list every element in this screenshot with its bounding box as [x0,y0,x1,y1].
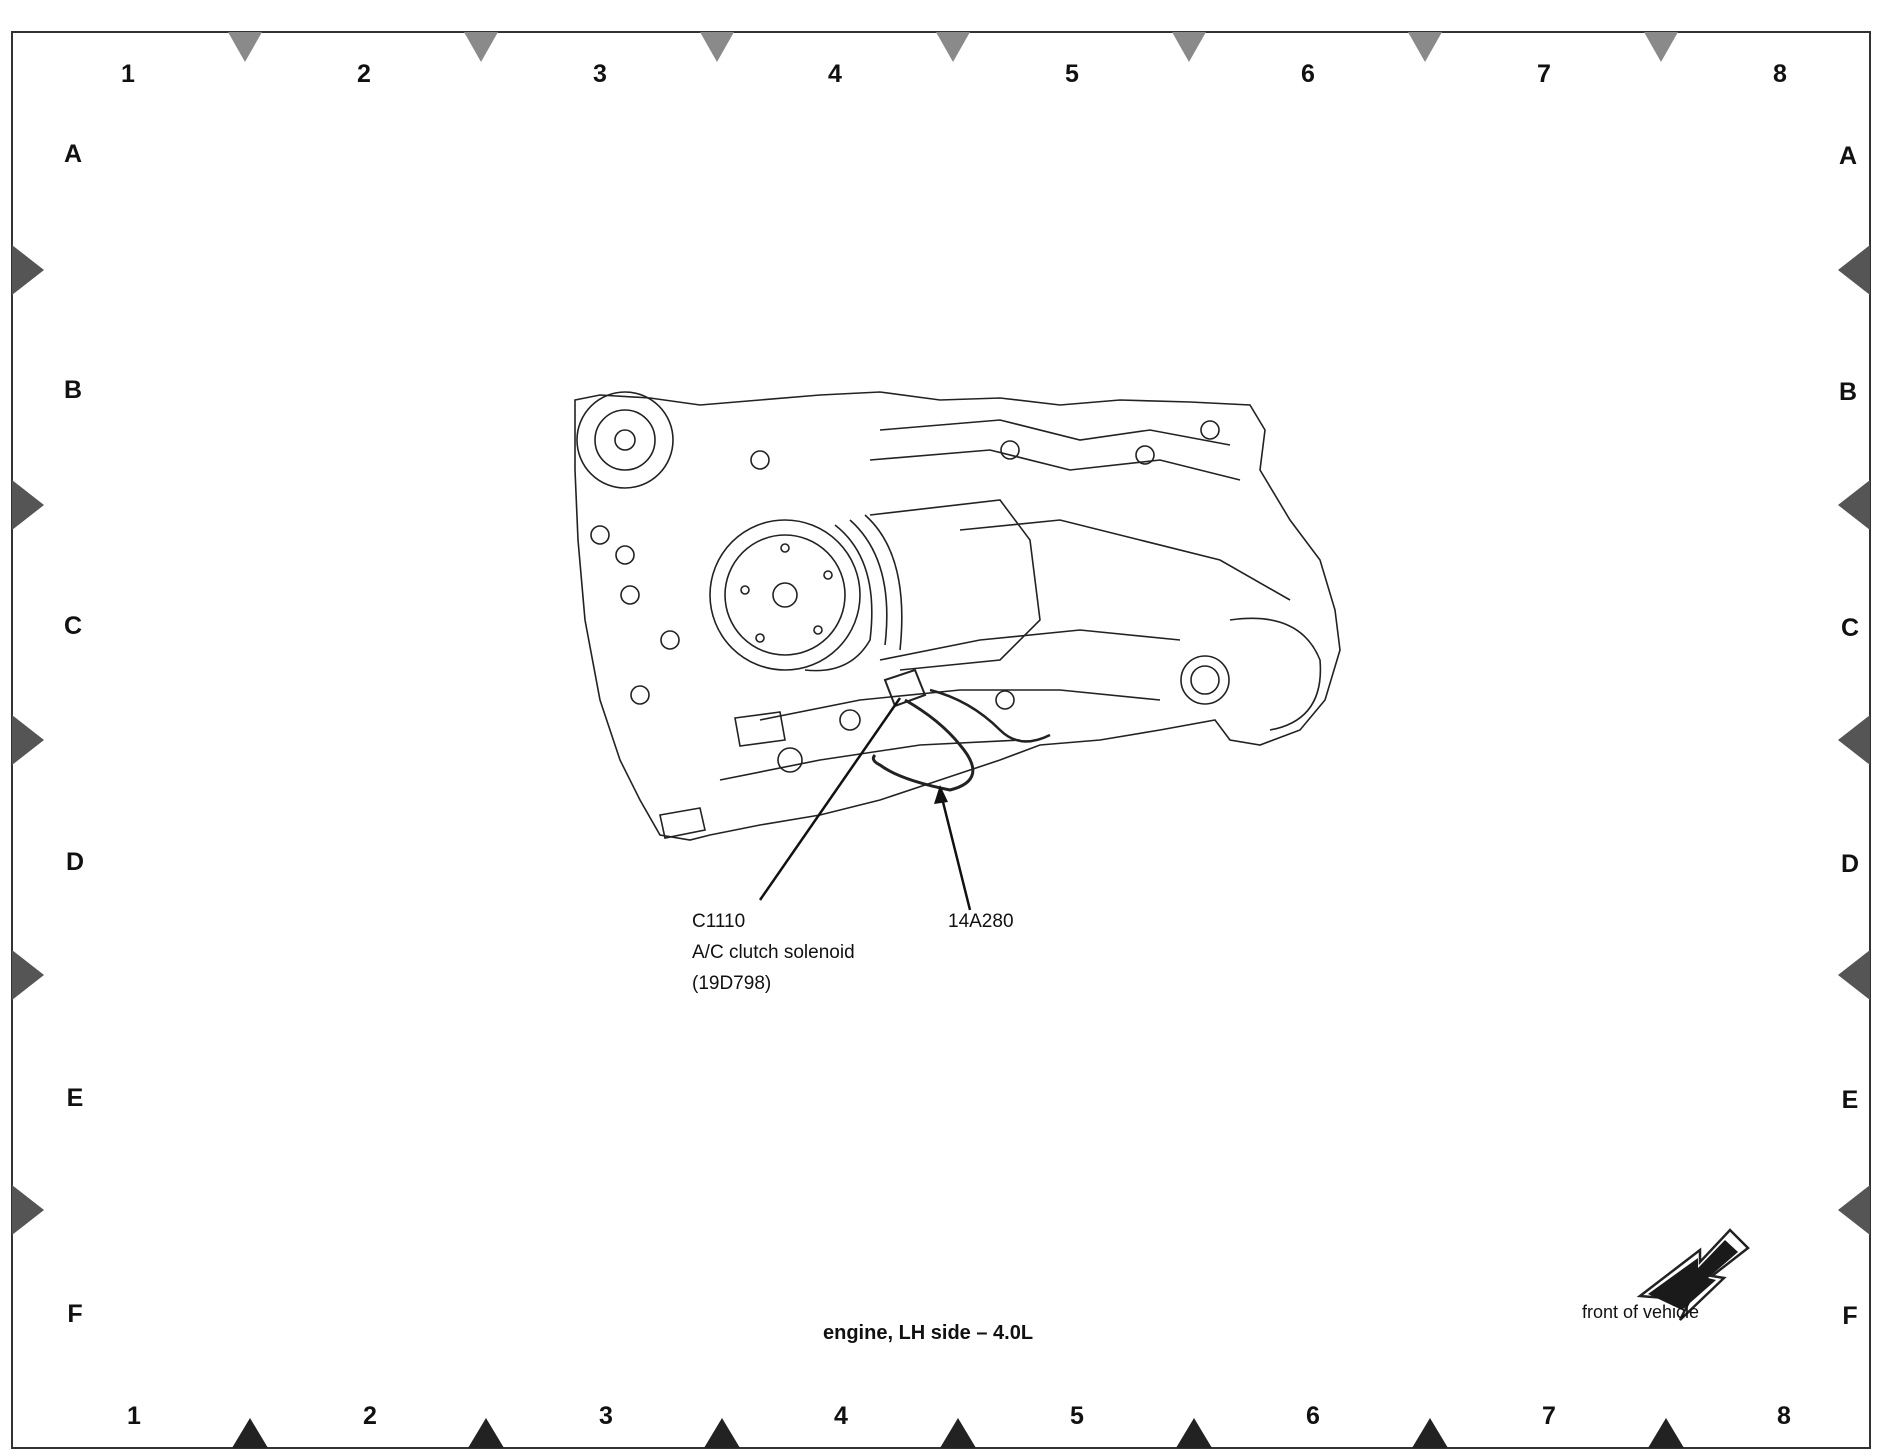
row-letter: A [63,140,83,168]
top-marker [464,32,498,62]
left-marker [12,245,44,295]
col-number: 1 [121,60,135,88]
leader-connector [758,697,902,901]
connector-id: C1110 [692,911,746,932]
bottom-marker [1648,1418,1684,1448]
row-letter: D [1840,850,1860,878]
top-marker [228,32,262,62]
col-number: 4 [828,60,842,88]
bottom-marker [1176,1418,1212,1448]
leader-arrowhead [934,785,948,804]
right-marker [1838,480,1870,530]
col-number: 7 [1537,60,1551,88]
right-marker [1838,245,1870,295]
right-grid-markers [1838,245,1870,1235]
connector-c1110-drawing [883,668,927,708]
col-number: 2 [357,60,371,88]
col-number: 6 [1301,60,1315,88]
row-letter: A [1838,142,1858,170]
top-marker [700,32,734,62]
top-marker [936,32,970,62]
row-letter: C [1840,614,1860,642]
harness-14a280-drawing [871,698,975,792]
row-letter: C [63,612,83,640]
callout-harness: 14A280 [948,906,1014,937]
col-number: 8 [1777,1402,1791,1430]
col-number: 4 [834,1402,848,1430]
engine-block-outline [574,391,1341,841]
col-number: 5 [1070,1402,1084,1430]
callout-connector: C1110 A/C clutch solenoid (19D798) [692,906,855,999]
col-number: 3 [599,1402,613,1430]
top-grid-markers [228,32,1678,62]
sensor [734,711,786,747]
left-grid-markers [12,245,44,1235]
harness-part-number: 14A280 [948,911,1014,932]
page-border [11,31,1871,1449]
right-marker [1838,950,1870,1000]
left-marker [12,1185,44,1235]
col-number: 5 [1065,60,1079,88]
crank-pulley [576,391,674,489]
leader-harness [938,789,972,911]
top-marker [1644,32,1678,62]
bottom-marker [704,1418,740,1448]
exhaust-port [1180,655,1230,705]
bottom-marker [468,1418,504,1448]
col-number: 6 [1306,1402,1320,1430]
bottom-grid-markers [232,1418,1684,1448]
front-of-vehicle-label: front of vehicle [1582,1302,1700,1322]
engine-illustration [574,391,1341,841]
col-number: 1 [127,1402,141,1430]
top-marker [1172,32,1206,62]
left-marker [12,480,44,530]
col-number: 8 [1773,60,1787,88]
right-marker [1838,1185,1870,1235]
col-number: 2 [363,1402,377,1430]
bottom-marker [232,1418,268,1448]
col-number: 3 [593,60,607,88]
right-marker [1838,715,1870,765]
bottom-marker [940,1418,976,1448]
compressor-clutch-plate [709,519,861,671]
row-letter: B [63,376,83,404]
row-letter: E [1841,1086,1859,1114]
leader-lines [758,697,972,911]
connector-name: A/C clutch solenoid [692,942,855,963]
top-marker [1408,32,1442,62]
row-letter: E [66,1084,84,1112]
row-letter: F [1842,1302,1858,1330]
diagram-caption: engine, LH side – 4.0L [823,1322,1034,1344]
row-letter: B [1838,378,1858,406]
left-marker [12,715,44,765]
col-number: 7 [1542,1402,1556,1430]
row-letter: D [65,848,85,876]
connector-part-number: (19D798) [692,973,772,994]
left-marker [12,950,44,1000]
front-of-vehicle-arrow-icon [1636,1228,1750,1321]
bottom-marker [1412,1418,1448,1448]
bolts [590,420,1220,773]
ac-compressor [709,499,1041,672]
row-letter: F [67,1300,83,1328]
